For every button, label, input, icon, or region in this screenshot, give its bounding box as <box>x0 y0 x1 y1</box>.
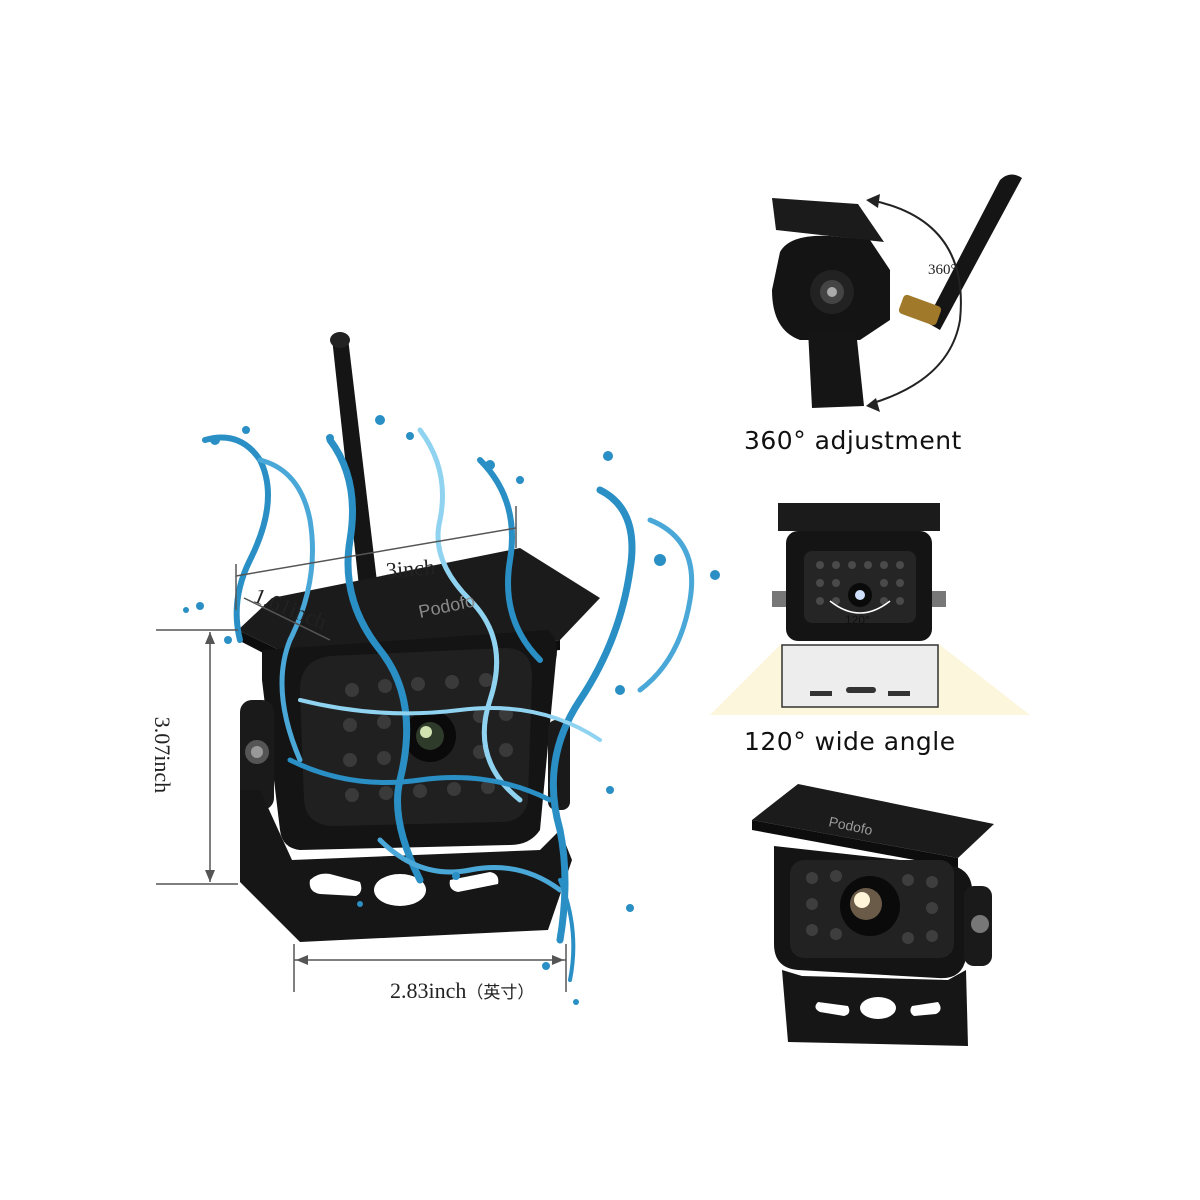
front-bracket <box>781 644 939 708</box>
main-mounting-bracket <box>240 790 572 942</box>
main-antenna <box>330 332 378 596</box>
angle-arc <box>829 600 891 614</box>
side-bracket <box>808 330 864 408</box>
water-splash <box>202 427 695 982</box>
dimension-height: 3.07inch <box>150 716 176 794</box>
main-side-bracket-knob <box>240 700 570 810</box>
dimension-arrowheads <box>205 632 564 965</box>
front-view-sun-shade <box>752 784 994 858</box>
dimension-width-bottom-value: 2.83inch <box>390 978 467 1003</box>
adjustment-caption: 360° adjustment <box>744 426 962 455</box>
side-antenna <box>926 174 1022 330</box>
wide-angle-caption: 120° wide angle <box>744 727 956 756</box>
dimension-width-bottom-unit: （英寸） <box>466 983 535 1002</box>
wide-angle-feature-panel: 120° 120° wide angle <box>690 495 1050 765</box>
water-droplets <box>183 415 720 1005</box>
rotation-feature-panel: 360° 360° adjustment <box>740 160 1080 480</box>
rotation-degree-label: 360° <box>928 262 957 278</box>
rotation-arrow <box>869 199 962 405</box>
side-sun-shade <box>772 198 884 242</box>
dimension-width-bottom: 2.83inch（英寸） <box>390 978 534 1004</box>
dimension-width-top: 3inch <box>385 554 436 583</box>
front-view-camera-panel: Podofo <box>748 780 1008 1050</box>
wide-angle-degree-label: 120° <box>845 613 870 627</box>
front-sun-shade <box>778 503 940 531</box>
antenna-connector <box>898 294 942 326</box>
dimension-lines <box>156 506 567 992</box>
